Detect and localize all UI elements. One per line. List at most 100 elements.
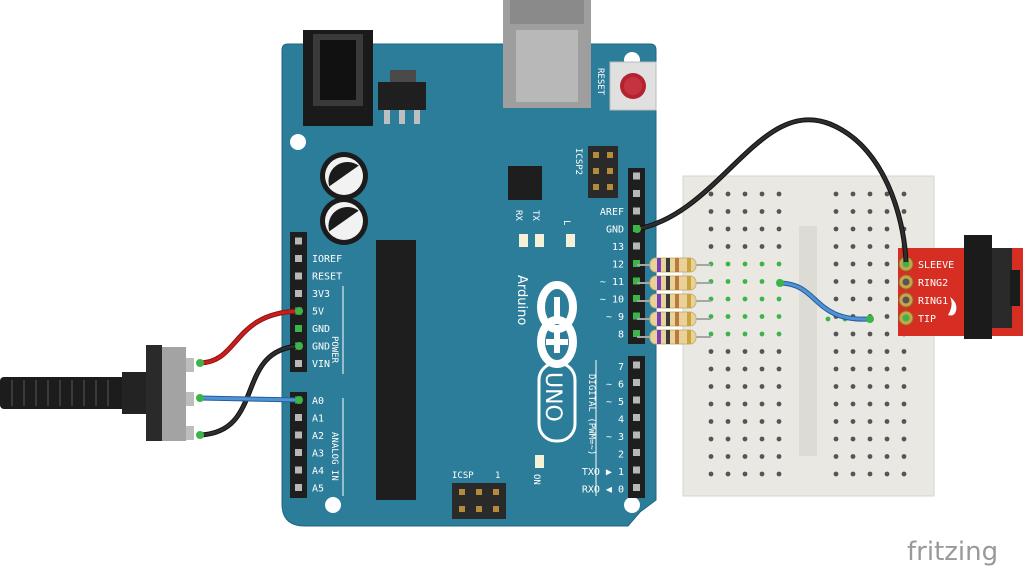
breadboard-hole xyxy=(901,401,907,407)
header-pin xyxy=(633,312,640,320)
breadboard-hole xyxy=(833,384,839,389)
breadboard-hole xyxy=(725,209,731,214)
breadboard-hole xyxy=(833,471,839,477)
breadboard-hole xyxy=(725,226,731,232)
breadboard-hole xyxy=(776,366,782,372)
breadboard-hole xyxy=(867,244,873,249)
breadboard-hole xyxy=(867,454,873,459)
breadboard-hole xyxy=(742,296,748,302)
breadboard-hole xyxy=(901,349,907,354)
breadboard-hole xyxy=(742,436,748,442)
led-on-label: ON xyxy=(531,474,541,485)
breadboard-hole xyxy=(776,401,782,407)
digital-header-low xyxy=(628,356,645,498)
arduino-uno-board: RESET ICSP2 R xyxy=(281,0,657,527)
breadboard-hole xyxy=(850,261,856,267)
breadboard-hole xyxy=(867,401,873,407)
breadboard-hole xyxy=(776,384,782,389)
breadboard-hole xyxy=(850,279,856,284)
breadboard-hole xyxy=(867,279,873,284)
header-pin xyxy=(633,295,640,302)
breadboard-hole xyxy=(742,349,748,354)
resistor xyxy=(637,329,711,345)
breadboard-hole xyxy=(776,349,782,354)
voltage-regulator xyxy=(378,70,426,124)
jack-pin-label: TIP xyxy=(918,314,936,325)
breadboard-hole xyxy=(776,226,782,232)
jack-pin-label: SLEEVE xyxy=(918,260,954,271)
breadboard-hole xyxy=(708,436,714,442)
breadboard-hole xyxy=(867,366,873,372)
power-pin-label: 3V3 xyxy=(312,289,330,300)
breadboard-hole xyxy=(901,366,907,372)
header-pin xyxy=(295,255,302,262)
header-pin xyxy=(633,396,640,404)
breadboard-hole xyxy=(867,419,873,424)
header-pin xyxy=(633,260,640,267)
breadboard-hole xyxy=(708,454,714,459)
icsp-header xyxy=(452,483,506,519)
wires xyxy=(199,117,909,438)
breadboard-hole xyxy=(850,349,856,354)
breadboard-hole xyxy=(742,471,748,477)
uno-badge xyxy=(537,361,577,443)
breadboard-hole xyxy=(725,366,731,372)
breadboard-hole xyxy=(833,261,839,267)
digital-pin-label: 2 xyxy=(618,450,624,461)
breadboard-hole xyxy=(833,366,839,372)
breadboard-hole xyxy=(708,209,714,214)
header-pin xyxy=(295,414,302,421)
icsp-label: ICSP xyxy=(452,471,474,481)
breadboard-hole xyxy=(867,209,873,214)
breadboard-hole xyxy=(884,226,890,232)
power-pin-label: RESET xyxy=(312,272,342,283)
breadboard-hole xyxy=(759,401,765,407)
breadboard-hole xyxy=(850,384,856,389)
breadboard-hole xyxy=(884,384,890,389)
breadboard-hole xyxy=(833,331,839,337)
breadboard-hole xyxy=(725,419,731,424)
breadboard-hole xyxy=(776,471,782,477)
led-rx-label: RX xyxy=(513,210,523,221)
breadboard-hole xyxy=(833,226,839,232)
jack-pin-label: RING2 xyxy=(918,278,948,289)
breadboard-hole xyxy=(867,471,873,477)
led-rx xyxy=(519,234,528,247)
breadboard-hole xyxy=(867,384,873,389)
breadboard-hole xyxy=(884,261,890,267)
breadboard-hole xyxy=(850,296,856,302)
power-pin-label: GND xyxy=(312,342,330,353)
breadboard-hole xyxy=(850,454,856,459)
breadboard-hole xyxy=(759,419,765,424)
header-pin xyxy=(633,277,640,285)
breadboard-hole xyxy=(884,454,890,459)
header-pin xyxy=(633,190,640,197)
header-pin xyxy=(295,431,302,439)
breadboard-hole xyxy=(850,419,856,424)
breadboard-hole xyxy=(833,454,839,459)
breadboard-hole xyxy=(884,314,890,319)
analog-pin-label: A5 xyxy=(312,484,324,495)
breadboard-hole xyxy=(759,209,765,214)
breadboard-hole xyxy=(776,314,782,319)
breadboard xyxy=(682,175,935,497)
breadboard-hole xyxy=(742,244,748,249)
analog-pin-label: A3 xyxy=(312,449,324,460)
breadboard-hole xyxy=(850,209,856,214)
breadboard-hole xyxy=(833,209,839,214)
breadboard-hole xyxy=(759,436,765,442)
header-pin xyxy=(295,272,302,280)
digital-pin-label: 13 xyxy=(612,242,624,253)
digital-pin-label: 8 xyxy=(618,330,624,341)
header-pin xyxy=(633,431,640,439)
usb-connector xyxy=(503,0,591,108)
breadboard-hole xyxy=(725,314,731,319)
breadboard-hole xyxy=(742,401,748,407)
breadboard-hole xyxy=(708,331,714,337)
breadboard-hole xyxy=(759,366,765,372)
breadboard-hole xyxy=(742,191,748,197)
breadboard-hole xyxy=(725,296,731,302)
led-l xyxy=(566,234,575,247)
